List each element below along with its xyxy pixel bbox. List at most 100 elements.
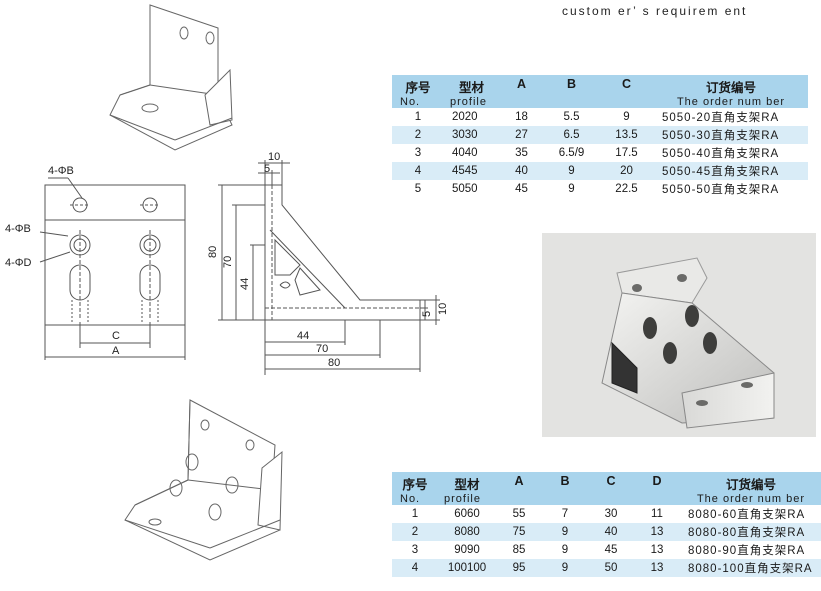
cell-d: 13 [650, 544, 664, 556]
dim-a: A [112, 345, 120, 357]
cell-c: 20 [620, 165, 633, 177]
table-row: 1 6060 55 7 30 11 8080-60直角支架RA [392, 505, 821, 523]
cell-a: 18 [515, 111, 528, 123]
header-c: C [606, 474, 616, 488]
cell-d: 11 [651, 508, 663, 520]
cell-no: 4 [414, 165, 422, 177]
isometric-bracket-large [124, 399, 283, 561]
cell-order-number: 5050-30直角支架RA [662, 130, 780, 142]
table-row: 2 8080 75 9 40 13 8080-80直角支架RA [392, 523, 821, 541]
cell-b: 7 [561, 508, 569, 520]
top-note: custom er’ s requirem ent [562, 4, 748, 18]
dim-70-vertical: 70 [222, 256, 234, 268]
cell-d: 13 [650, 562, 664, 574]
isometric-bracket-small [109, 4, 233, 151]
technical-drawing: 4-ΦB 4-ΦB 4-ΦD C A 10 5 80 70 44 44 70 8… [5, 4, 449, 561]
header-a: A [516, 77, 527, 91]
table-row: 2 3030 27 6.5 13.5 5050-30直角支架RA [392, 126, 808, 144]
cell-d: 13 [650, 526, 664, 538]
dim-44-horizontal: 44 [297, 330, 309, 342]
cell-b: 9 [561, 544, 569, 556]
cell-a: 75 [512, 526, 526, 538]
cell-profile: 2020 [452, 111, 478, 123]
cell-c: 9 [623, 111, 630, 123]
dim-44-vertical: 44 [239, 278, 251, 290]
cell-b: 9 [561, 562, 569, 574]
dim-5-top: 5 [264, 163, 270, 175]
cell-no: 3 [411, 544, 419, 556]
cell-no: 2 [414, 129, 422, 141]
dim-70-horizontal: 70 [316, 343, 328, 355]
dim-phi-b-mid: 4-ΦB [5, 223, 31, 235]
cell-b: 9 [561, 526, 569, 538]
side-view [218, 160, 440, 375]
cell-a: 85 [512, 544, 526, 556]
cell-b: 5.5 [563, 111, 580, 123]
cell-a: 40 [515, 165, 528, 177]
cell-c: 17.5 [615, 147, 638, 159]
cell-no: 2 [411, 526, 419, 538]
product-photo [542, 233, 816, 437]
cell-a: 95 [512, 562, 526, 574]
cell-order-number: 8080-90直角支架RA [688, 545, 806, 557]
cell-a: 55 [512, 508, 526, 520]
cell-no: 3 [414, 147, 422, 159]
cell-c: 40 [604, 526, 618, 538]
cell-order-number: 8080-80直角支架RA [688, 527, 806, 539]
cell-profile: 5050 [452, 183, 478, 195]
cell-no: 1 [414, 111, 422, 123]
cell-b: 6.5 [563, 129, 580, 141]
dim-80-vertical: 80 [207, 246, 219, 258]
cell-order-number: 5050-50直角支架RA [662, 184, 780, 196]
table-row: 1 2020 18 5.5 9 5050-20直角支架RA [392, 108, 808, 126]
cell-profile: 9090 [454, 544, 480, 556]
cell-order-number: 5050-45直角支架RA [662, 166, 780, 178]
cell-order-number: 5050-40直角支架RA [662, 148, 780, 160]
cell-a: 45 [515, 183, 528, 195]
cell-profile: 6060 [454, 508, 480, 520]
cell-no: 5 [414, 183, 422, 195]
cell-b: 9 [568, 165, 575, 177]
dim-5-right: 5 [421, 311, 433, 317]
header-b: B [566, 77, 577, 91]
cell-c: 30 [604, 508, 618, 520]
cell-profile: 3030 [452, 129, 478, 141]
cell-order-number: 8080-100直角支架RA [688, 563, 813, 575]
dim-c: C [112, 330, 120, 342]
cell-profile: 100100 [447, 562, 487, 574]
cell-no: 1 [411, 508, 419, 520]
cell-c: 13.5 [615, 129, 638, 141]
cell-b: 6.5/9 [558, 147, 585, 159]
table-row: 4 100100 95 9 50 13 8080-100直角支架RA [392, 559, 821, 577]
cell-c: 50 [604, 562, 618, 574]
dim-phi-b-top: 4-ΦB [48, 165, 74, 177]
header-c: C [621, 77, 632, 91]
cell-a: 35 [515, 147, 528, 159]
dim-10-right: 10 [437, 303, 449, 315]
table-row: 3 4040 35 6.5/9 17.5 5050-40直角支架RA [392, 144, 808, 162]
bracket-photo-render [601, 257, 775, 429]
cell-profile: 4545 [452, 165, 478, 177]
cell-order-number: 5050-20直角支架RA [662, 112, 780, 124]
dim-phi-d: 4-ΦD [5, 257, 32, 269]
cell-b: 9 [568, 183, 575, 195]
cell-profile: 4040 [452, 147, 478, 159]
header-a: A [514, 474, 524, 488]
front-view [39, 177, 186, 360]
cell-no: 4 [411, 562, 419, 574]
header-b: B [560, 474, 570, 488]
table-row: 5 5050 45 9 22.5 5050-50直角支架RA [392, 180, 808, 198]
cell-c: 45 [604, 544, 618, 556]
header-d: D [652, 474, 662, 488]
cell-c: 22.5 [615, 183, 638, 195]
dim-10-top: 10 [268, 151, 280, 163]
table-row: 3 9090 85 9 45 13 8080-90直角支架RA [392, 541, 821, 559]
